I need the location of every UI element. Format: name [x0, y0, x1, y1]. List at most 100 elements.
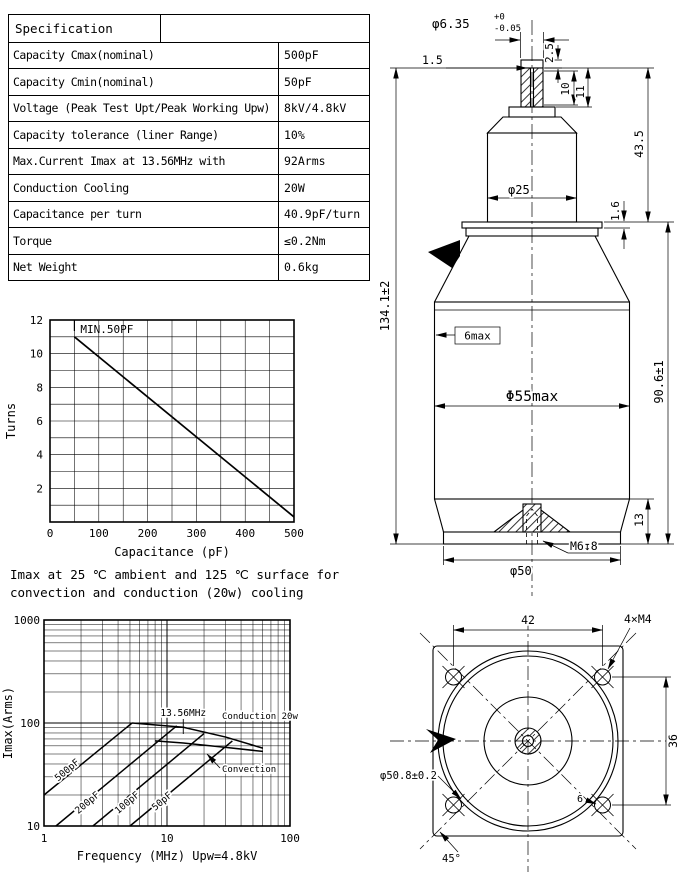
- x-tick-label: 400: [235, 527, 255, 540]
- table-row: Capacitance per turn 40.9pF/turn: [9, 200, 369, 227]
- spec-label: Capacity tolerance (liner Range): [9, 122, 279, 148]
- spec-value: ≤0.2Nm: [284, 233, 326, 248]
- wing-handle: [428, 240, 460, 268]
- spec-value: 10%: [284, 127, 305, 142]
- series-label-200pF: 200pF: [73, 790, 102, 817]
- bottom-outline: [390, 616, 666, 872]
- dimension-labels: φ6.35 +0 -0.05 1.5 2.5 10 11 43.5 φ25 1.…: [376, 11, 667, 580]
- convection-leader: [206, 753, 221, 769]
- body-cylinder: [433, 301, 631, 500]
- spec-header-row: Specification: [9, 15, 369, 42]
- spec-label: Torque: [9, 228, 279, 254]
- side-view-drawing: φ6.35 +0 -0.05 1.5 2.5 10 11 43.5 φ25 1.…: [376, 11, 674, 596]
- spec-label: Capacity Cmax(nominal): [9, 42, 279, 68]
- series-label-100pF: 100pF: [113, 790, 142, 817]
- spec-value: 50pF: [284, 74, 312, 89]
- dim-mount-circle-dia: φ50.8±0.2: [380, 770, 437, 782]
- table-row: Conduction Cooling 20W: [9, 174, 369, 201]
- bottom-stud: [522, 503, 542, 533]
- series-turns: [73, 336, 295, 518]
- spec-table: Specification Capacity Cmax(nominal) 500…: [8, 14, 370, 281]
- frequency-marker-label: 13.56MHz: [160, 708, 206, 719]
- table-row: Net Weight 0.6kg: [9, 253, 369, 280]
- knurl-right: [532, 67, 544, 108]
- grid: [49, 319, 295, 523]
- knurl-left: [520, 67, 532, 108]
- dim-shaft-tol-upper: +0: [494, 13, 505, 23]
- dome-right: [619, 498, 631, 533]
- series-50pF: [129, 740, 233, 827]
- dim-hole-span-width: 42: [521, 613, 535, 627]
- dim-hole-thread: 4×M4: [624, 612, 652, 626]
- table-row: Torque ≤0.2Nm: [9, 227, 369, 254]
- dim-diagonal-angle: 45°: [442, 853, 461, 865]
- series-500pF: [43, 722, 133, 796]
- dim-hole-span-height: 36: [666, 734, 680, 748]
- shaft-tip: [520, 59, 544, 69]
- spec-label: Voltage (Peak Test Upt/Peak Working Upw): [9, 95, 279, 121]
- bottom-view-drawing: 42 4×M4 36 φ50.8±0.2 45° 6: [378, 610, 682, 872]
- spec-value: 92Arms: [284, 154, 326, 169]
- spec-table-title: Specification: [9, 15, 161, 42]
- dome-left: [433, 498, 445, 533]
- spec-value: 500pF: [284, 48, 319, 63]
- y-tick-label: 10: [30, 348, 43, 361]
- x-axis-title: Capacitance (pF): [114, 545, 230, 559]
- series-200pF: [55, 725, 178, 827]
- y-tick-label: 1000: [14, 614, 41, 627]
- spec-label: Conduction Cooling: [9, 175, 279, 201]
- dim-stud-thread: M6↧8: [570, 539, 598, 553]
- wing-handle-top: [426, 729, 456, 753]
- dim-flange-thickness: 1.6: [609, 201, 622, 221]
- x-axis-title: Frequency (MHz) Upw=4.8kV: [77, 849, 258, 863]
- y-tick-label: 6: [36, 415, 43, 428]
- dimension-lines: [390, 32, 674, 565]
- series-label-50pF: 50pF: [150, 790, 175, 813]
- hidden-tapped-hole: [526, 508, 538, 544]
- dim-body-length: 90.6±1: [652, 360, 666, 403]
- spec-label: Capacity Cmin(nominal): [9, 69, 279, 95]
- x-tick-label: 100: [280, 832, 300, 845]
- series-100pF: [92, 732, 205, 827]
- series-label-500pF: 500pF: [53, 757, 82, 784]
- y-tick-label: 100: [20, 717, 40, 730]
- spec-header-blank: [161, 15, 369, 42]
- convection-label: Convection: [222, 765, 276, 775]
- bottom-dimension-labels: 42 4×M4 36 φ50.8±0.2 45° 6: [378, 610, 681, 866]
- y-tick-label: 2: [36, 482, 43, 495]
- y-tick-label: 10: [27, 820, 40, 833]
- table-row: Voltage (Peak Test Upt/Peak Working Upw)…: [9, 94, 369, 121]
- x-tick-label: 100: [89, 527, 109, 540]
- dim-head-length: 43.5: [632, 130, 646, 158]
- y-axis-title: Imax(Arms): [2, 687, 15, 759]
- dim-shaft-tol-lower: -0.05: [494, 24, 521, 34]
- dim-body-dia: Φ55max: [506, 389, 559, 405]
- dim-shaft-length: 11: [574, 85, 587, 98]
- x-tick-label: 300: [186, 527, 206, 540]
- spec-label: Capacitance per turn: [9, 201, 279, 227]
- spec-value: 20W: [284, 180, 305, 195]
- cooling-note: Imax at 25 ℃ ambient and 125 ℃ surface f…: [10, 567, 340, 601]
- spec-value: 40.9pF/turn: [284, 207, 361, 222]
- spec-value: 8kV/4.8kV: [284, 101, 347, 116]
- bottom-dimension-lines: [437, 625, 671, 853]
- table-row: Capacity Cmin(nominal) 50pF: [9, 68, 369, 95]
- spec-label: Max.Current Imax at 13.56MHz with: [9, 148, 279, 174]
- x-tick-label: 0: [47, 527, 54, 540]
- dim-total-length: 134.1±2: [378, 281, 392, 332]
- spec-value: 0.6kg: [284, 260, 319, 275]
- y-tick-label: 4: [36, 449, 43, 462]
- table-row: Capacity Cmax(nominal) 500pF: [9, 41, 369, 68]
- y-axis-title: Turns: [4, 403, 18, 439]
- body-taper-left: [434, 235, 470, 303]
- body-taper-right: [594, 235, 630, 303]
- plot-border: [43, 619, 291, 827]
- x-tick-label: 10: [160, 832, 173, 845]
- dim-slot-width: 1.5: [422, 53, 443, 67]
- dim-travel: 6max: [464, 330, 491, 343]
- series-Conduction 20w: [132, 722, 263, 749]
- table-row: Max.Current Imax at 13.56MHz with 92Arms: [9, 147, 369, 174]
- spec-label: Net Weight: [9, 254, 279, 280]
- dim-base-dia: φ50: [510, 564, 532, 578]
